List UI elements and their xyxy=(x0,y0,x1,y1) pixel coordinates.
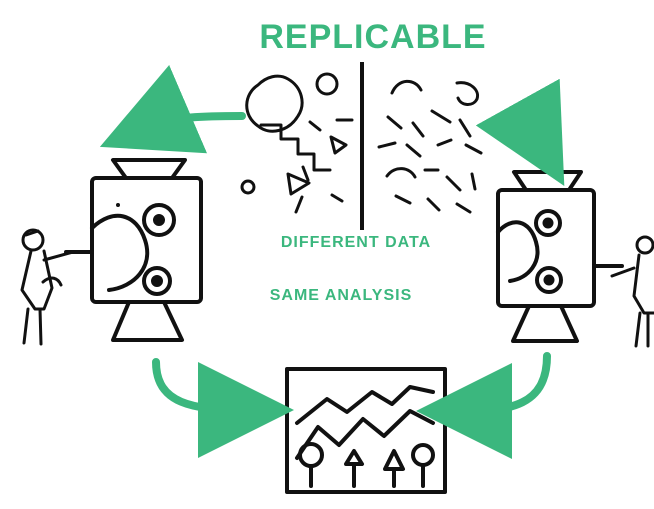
left-machine-icon xyxy=(64,158,203,342)
result-chart-icon xyxy=(285,367,447,494)
right-machine-icon xyxy=(496,170,624,343)
person-left-icon xyxy=(20,228,75,346)
arrow-icon xyxy=(99,64,565,459)
caption-same-analysis: SAME ANALYSIS xyxy=(269,287,413,304)
data-shapes-icon xyxy=(240,72,354,214)
caption-different-data: DIFFERENT DATA xyxy=(280,234,432,251)
diagram-title: REPLICABLE xyxy=(259,18,487,56)
data-scribbles-icon xyxy=(377,79,483,214)
person-right-icon xyxy=(610,235,654,348)
